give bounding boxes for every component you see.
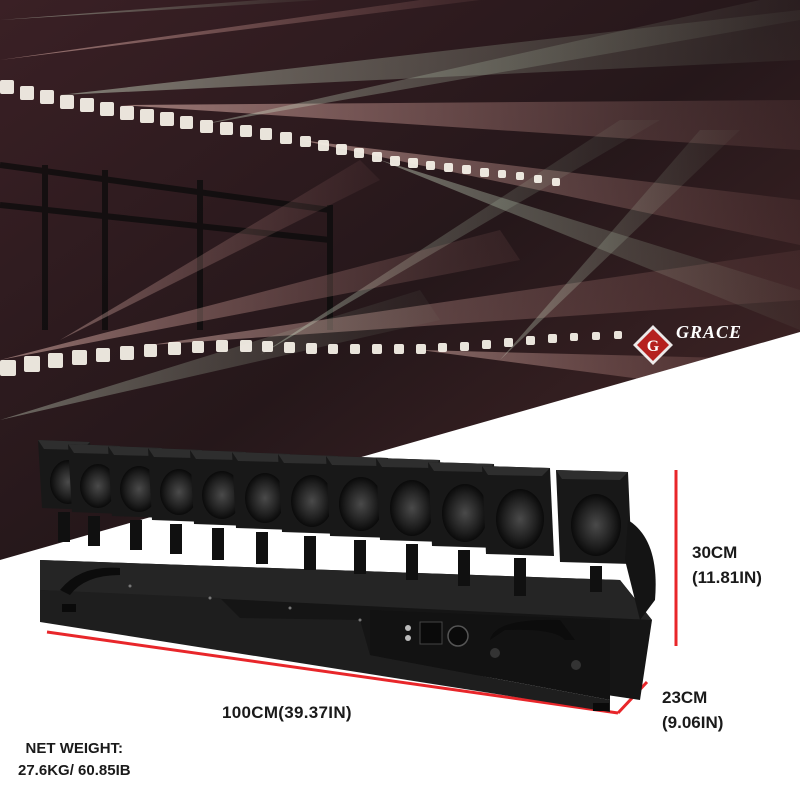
height-cm: 30CM	[692, 543, 738, 562]
stage-background-photo	[0, 0, 800, 560]
dmx-port-in	[490, 648, 500, 658]
light-beams	[0, 0, 800, 420]
height-in: (11.81IN)	[692, 568, 762, 587]
length-dimension-line	[46, 630, 619, 715]
net-weight: NET WEIGHT: 27.6KG/ 60.85IB	[18, 738, 131, 782]
fixture-base	[40, 560, 652, 712]
height-label: 30CM (11.81IN)	[692, 540, 762, 590]
led-strip-lower	[0, 331, 622, 376]
moving-head-modules	[38, 440, 656, 620]
control-knob	[447, 625, 469, 647]
dmx-port-out	[571, 660, 581, 670]
length-label: 100CM(39.37IN)	[222, 703, 352, 722]
led-strip-upper	[0, 80, 560, 186]
logo-wordmark: GRACE	[676, 322, 743, 342]
depth-cm: 23CM	[662, 688, 708, 707]
display-screen	[419, 621, 443, 645]
net-weight-label: NET WEIGHT:	[25, 740, 124, 757]
grace-logo: G	[633, 325, 673, 365]
depth-label: 23CM (9.06IN)	[662, 685, 723, 735]
logo-letter: G	[647, 338, 660, 355]
depth-in: (9.06IN)	[662, 713, 724, 732]
net-weight-value: 27.6KG/ 60.85IB	[18, 762, 131, 779]
